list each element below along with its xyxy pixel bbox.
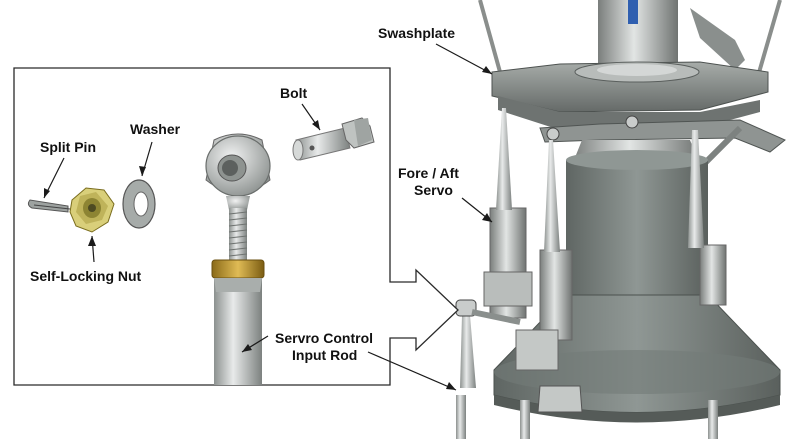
bolt-part	[292, 117, 375, 161]
label-washer: Washer	[130, 121, 181, 137]
castle-nut-part	[69, 187, 115, 233]
label-self-locking-nut: Self-Locking Nut	[30, 268, 142, 284]
label-fore-aft-servo-line1: Fore / Aft	[398, 165, 459, 181]
swashplate-hub-top	[597, 64, 677, 76]
label-control-rod-line2: Input Rod	[292, 347, 357, 363]
servo-rod-3	[688, 130, 704, 248]
lower-bracket	[537, 385, 583, 413]
label-control-rod-line1: Servro Control	[275, 330, 373, 346]
linkage-arm	[539, 119, 786, 153]
washer-part	[122, 179, 156, 229]
pushrod-right	[756, 0, 782, 77]
threaded-shank	[228, 208, 248, 260]
side-servo	[699, 244, 727, 306]
control-input-rod	[460, 315, 476, 388]
servo-rod-2	[544, 140, 560, 252]
brass-lock-nut	[211, 259, 265, 279]
inset-control-rod	[214, 278, 262, 385]
label-bolt: Bolt	[280, 85, 308, 101]
leader-lines	[43, 43, 493, 391]
gearbox-top	[566, 150, 708, 170]
lateral-servo	[539, 249, 573, 341]
labels: Swashplate Fore / Aft Servo Bolt Washer …	[30, 25, 459, 363]
split-pin-part	[27, 199, 71, 213]
upper-link-arm	[690, 8, 745, 70]
label-split-pin: Split Pin	[40, 139, 96, 155]
label-fore-aft-servo-line2: Servo	[414, 182, 453, 198]
rotor-head-assembly	[455, 0, 786, 439]
detail-inset	[13, 67, 459, 386]
mast-blue-marker	[628, 0, 638, 24]
pushrod-left	[478, 0, 502, 73]
label-swashplate: Swashplate	[378, 25, 455, 41]
servo-rod-1	[496, 108, 512, 210]
gearbox-housing	[566, 153, 708, 300]
rod-end-bearing	[205, 133, 271, 210]
